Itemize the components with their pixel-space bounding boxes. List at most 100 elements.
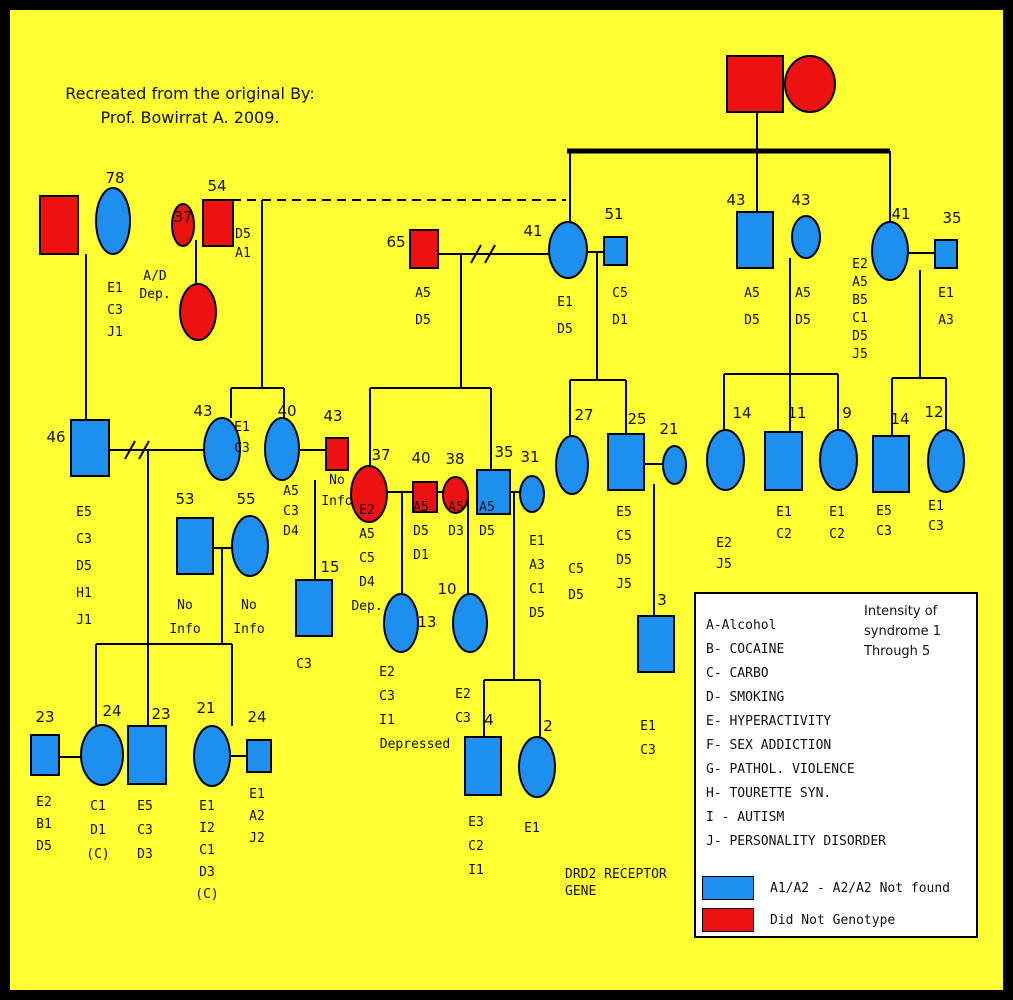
age-label: 78: [105, 169, 124, 187]
code-label: D5: [568, 588, 584, 603]
code-label: B1: [36, 817, 52, 832]
code-label: E2: [852, 257, 868, 272]
code-label: D5: [479, 524, 495, 539]
gene-title: DRD2 RECEPTOR GENE: [565, 867, 667, 899]
code-label: D1: [612, 313, 628, 328]
male-square: [607, 433, 645, 491]
code-label: C3: [379, 689, 395, 704]
credit-line-2: Prof. Bowirrat A. 2009.: [100, 108, 280, 127]
female-circle: [518, 736, 556, 798]
age-label: 24: [102, 702, 121, 720]
code-label: B5: [852, 293, 868, 308]
age-label: 41: [891, 205, 910, 223]
age-label: 43: [791, 191, 810, 209]
code-label: Dep.: [351, 599, 382, 614]
code-label: Dep.: [139, 287, 170, 302]
code-label: E1: [776, 505, 792, 520]
code-label: Info: [169, 622, 200, 637]
code-label: C3: [455, 711, 471, 726]
code-label: C3: [640, 743, 656, 758]
red-swatch: [702, 908, 754, 932]
code-label: E5: [76, 505, 92, 520]
code-label: J1: [76, 613, 92, 628]
code-label: No: [177, 598, 193, 613]
age-label: 43: [726, 191, 745, 209]
code-label: E1: [199, 799, 215, 814]
code-label: H1: [76, 586, 92, 601]
code-label: A3: [529, 558, 545, 573]
individual-p01: [726, 55, 784, 113]
code-label: C5: [612, 286, 628, 301]
male-square: [176, 517, 214, 575]
code-label: A3: [938, 313, 954, 328]
divorce-marker: [484, 244, 496, 264]
age-label: 35: [942, 209, 961, 227]
legend-blue-key: A1/A2 - A2/A2 Not found: [702, 876, 950, 900]
blue-swatch: [702, 876, 754, 900]
female-circle: [555, 435, 589, 495]
female-circle: [706, 429, 745, 491]
female-circle: [264, 417, 300, 481]
male-square: [295, 579, 333, 637]
code-label: D1: [90, 823, 106, 838]
female-circle: [231, 515, 269, 577]
code-label: C2: [829, 527, 845, 542]
male-square: [637, 615, 675, 673]
code-label: C3: [283, 504, 299, 519]
male-square: [464, 736, 502, 796]
divorce-marker: [138, 440, 150, 460]
code-label: D5: [529, 606, 545, 621]
code-label: Info: [321, 494, 352, 509]
code-label: D5: [413, 524, 429, 539]
code-label: D5: [557, 322, 573, 337]
code-label: A5: [283, 484, 299, 499]
code-label: C3: [876, 524, 892, 539]
male-square: [872, 435, 910, 493]
age-label: 41: [523, 222, 542, 240]
code-label: A5: [744, 286, 760, 301]
age-label: 37: [371, 446, 390, 464]
female-circle: [80, 724, 124, 786]
age-label: 35: [494, 443, 513, 461]
female-circle: [95, 187, 131, 255]
age-label: 46: [46, 428, 65, 446]
female-circle: [548, 221, 588, 279]
age-label: 25: [627, 410, 646, 428]
code-label: D5: [616, 553, 632, 568]
code-label: E2: [455, 687, 471, 702]
code-label: D5: [36, 839, 52, 854]
female-circle: [791, 215, 821, 259]
age-label: 51: [604, 205, 623, 223]
legend-item: D- SMOKING: [706, 690, 785, 705]
male-square: [70, 419, 110, 477]
age-label: 21: [659, 420, 678, 438]
code-label: J5: [852, 347, 868, 362]
legend-item: I - AUTISM: [706, 810, 785, 825]
code-label: E2: [379, 665, 395, 680]
code-label: D3: [137, 847, 153, 862]
male-square: [409, 229, 439, 269]
code-label: I1: [379, 713, 395, 728]
code-label: E3: [468, 815, 484, 830]
blue-key-label: A1/A2 - A2/A2 Not found: [770, 880, 951, 896]
